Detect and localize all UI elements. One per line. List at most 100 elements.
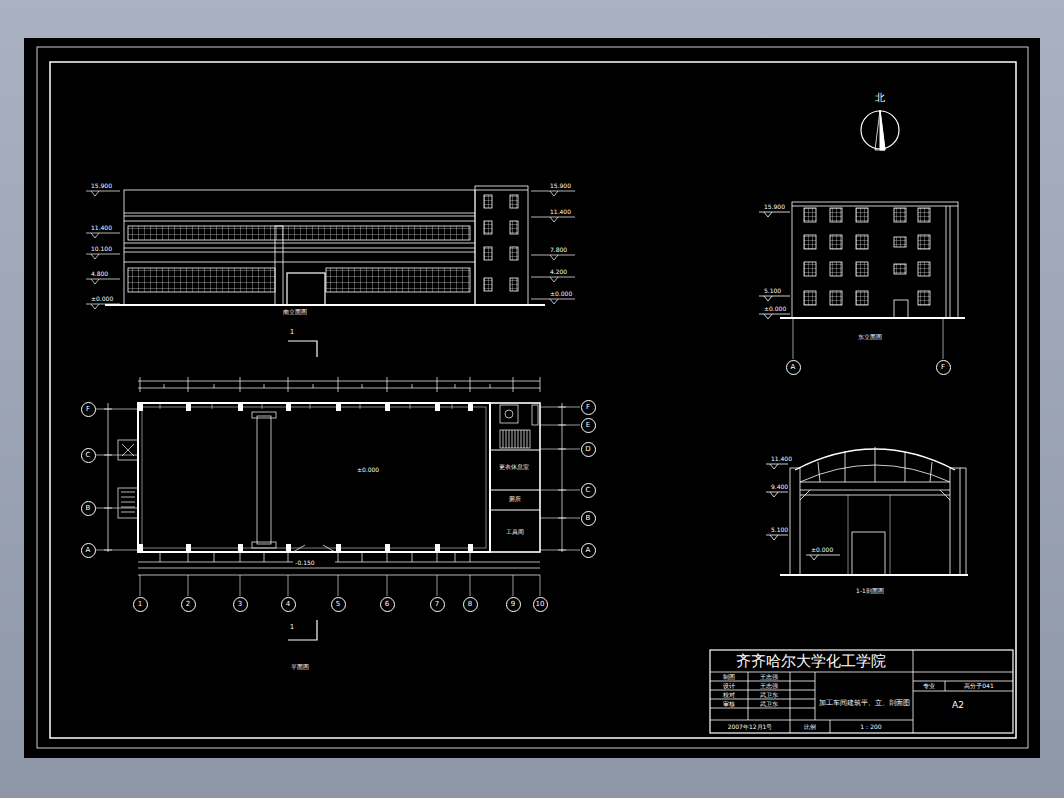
axis-number: A xyxy=(86,547,91,554)
section-1-1 xyxy=(766,447,968,575)
floor-plan xyxy=(558,407,566,550)
drawing-label: 1 xyxy=(289,624,295,632)
axis-number: 1 xyxy=(138,601,142,608)
east-elevation xyxy=(830,291,842,305)
axis-number: C xyxy=(86,452,91,459)
axis-number: 5 xyxy=(336,601,340,608)
floor-plan xyxy=(336,544,341,552)
floor-plan xyxy=(336,403,341,411)
axis-bubble: F xyxy=(81,402,96,417)
section-1-1 xyxy=(806,555,840,560)
floor-plan xyxy=(286,544,291,552)
south-elevation xyxy=(128,268,275,292)
title-block-heading: 齐齐哈尔大学化工学院 xyxy=(736,653,886,670)
axis-number: 4 xyxy=(286,601,290,608)
level-marker xyxy=(531,299,575,304)
drawing-label: 15.900 xyxy=(549,183,572,190)
south-elevation xyxy=(105,304,545,306)
south-elevation xyxy=(484,247,492,260)
floor-plan xyxy=(118,488,138,518)
east-elevation xyxy=(894,300,908,318)
floor-plan xyxy=(140,377,540,392)
floor-plan xyxy=(385,544,390,552)
east-elevation xyxy=(830,208,842,222)
south-elevation xyxy=(510,278,518,291)
east-elevation xyxy=(804,208,816,222)
drawing-label: 校对 xyxy=(722,692,736,699)
axis-leader xyxy=(96,318,943,596)
axis-number: 9 xyxy=(511,601,515,608)
south-elevation xyxy=(484,221,492,234)
drawing-label: ±0.000 xyxy=(763,306,787,313)
level-marker xyxy=(531,255,575,260)
south-elevation xyxy=(484,195,492,208)
section-cut-mark xyxy=(288,341,317,357)
drawing-label: 王志强 xyxy=(759,683,779,690)
axis-bubble: 10 xyxy=(533,597,548,612)
floor-plan xyxy=(138,562,540,563)
north-arrow xyxy=(875,110,885,150)
floor-plan xyxy=(468,403,473,411)
drawing-label: -0.150 xyxy=(294,560,315,567)
floor-plan xyxy=(500,430,530,448)
floor-plan xyxy=(121,492,135,512)
section-1-1 xyxy=(766,535,788,540)
axis-bubble: 3 xyxy=(233,597,248,612)
drawing-label: 加工车间建筑平、立、剖面图 xyxy=(818,700,911,708)
section-1-1 xyxy=(790,468,800,575)
floor-plan xyxy=(138,388,540,389)
drawing-label: A2 xyxy=(951,701,965,711)
axis-bubble: B xyxy=(581,511,596,526)
floor-plan xyxy=(108,403,109,552)
drawing-label: 5.100 xyxy=(763,288,782,295)
axis-bubble: B xyxy=(81,501,96,516)
east-elevation xyxy=(856,235,868,249)
drawing-label: 11.400 xyxy=(549,209,572,216)
east-elevation xyxy=(894,264,906,274)
drawing-label: 比例 xyxy=(803,724,817,731)
level-marker xyxy=(531,277,575,282)
axis-bubble: 7 xyxy=(430,597,445,612)
axis-number: 8 xyxy=(468,601,472,608)
east-elevation xyxy=(759,202,965,319)
floor-plan xyxy=(138,403,473,552)
axis-number: 6 xyxy=(385,601,389,608)
south-elevation xyxy=(124,216,475,217)
south-elevation xyxy=(510,247,518,260)
floor-plan xyxy=(138,403,490,552)
level-marker xyxy=(86,279,120,284)
floor-plan xyxy=(252,542,276,548)
floor-plan xyxy=(238,544,243,552)
south-elevation xyxy=(124,252,475,253)
level-marker xyxy=(531,191,575,196)
floor-plan xyxy=(186,544,191,552)
floor-plan xyxy=(138,568,540,569)
drawing-label: 武卫东 xyxy=(759,701,779,708)
floor-plan xyxy=(500,405,518,423)
section-1-1 xyxy=(766,492,788,497)
east-elevation xyxy=(804,262,816,276)
axis-bubble: 4 xyxy=(281,597,296,612)
south-elevation xyxy=(124,221,475,222)
drawing-label: 北 xyxy=(874,92,886,103)
floor-plan xyxy=(505,410,513,418)
east-elevation xyxy=(759,212,790,217)
south-elevation xyxy=(510,221,518,234)
east-elevation xyxy=(946,206,950,318)
floor-plan xyxy=(435,544,440,552)
east-elevation xyxy=(918,235,930,249)
south-elevation xyxy=(475,186,528,305)
floor-plan xyxy=(503,430,527,448)
axis-bubble: E xyxy=(581,418,596,433)
axis-number: D xyxy=(585,446,590,453)
south-elevation xyxy=(287,273,325,305)
south-elevation xyxy=(326,268,470,292)
south-elevation xyxy=(124,248,475,249)
east-elevation xyxy=(918,291,930,305)
drawing-label: 王志强 xyxy=(759,674,779,681)
floor-plan xyxy=(238,403,243,411)
drawing-label: ±0.000 xyxy=(549,291,573,298)
drawing-label: 4.200 xyxy=(549,269,568,276)
drawing-label: 15.900 xyxy=(763,204,786,211)
axis-bubble: A xyxy=(81,543,96,558)
